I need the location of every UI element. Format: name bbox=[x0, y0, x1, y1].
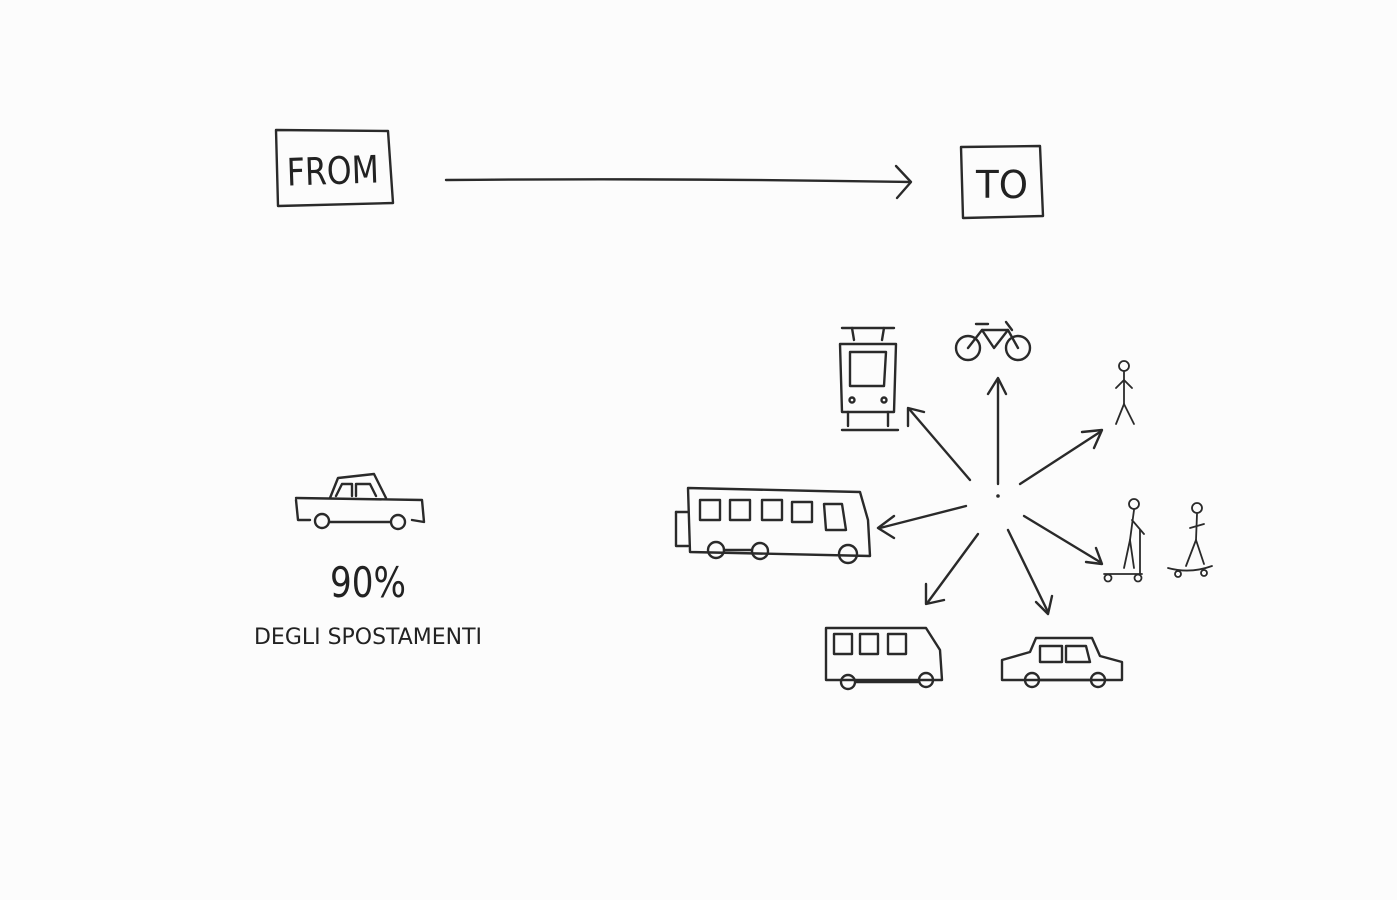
bicycle-icon bbox=[956, 322, 1030, 360]
from-to-arrow bbox=[446, 166, 911, 198]
bus-icon bbox=[676, 488, 870, 563]
car-icon bbox=[296, 474, 424, 529]
kick-scooter-icon bbox=[1104, 499, 1144, 582]
from-label: FROM bbox=[286, 147, 379, 194]
car-stat: 90% DEGLI SPOSTAMENTI bbox=[254, 474, 482, 650]
skateboard-icon bbox=[1168, 503, 1212, 577]
from-node: FROM bbox=[276, 130, 393, 206]
car-share-caption: DEGLI SPOSTAMENTI bbox=[254, 625, 482, 650]
pedestrian-icon bbox=[1116, 361, 1134, 424]
car-share-value: 90% bbox=[330, 558, 406, 607]
minibus-icon bbox=[826, 628, 942, 689]
car-icon bbox=[1002, 638, 1122, 687]
tram-icon bbox=[840, 328, 898, 430]
hub-dot bbox=[996, 494, 1000, 498]
to-node: TO bbox=[961, 146, 1043, 218]
hub-arrows bbox=[878, 378, 1102, 614]
to-label: TO bbox=[975, 163, 1028, 207]
